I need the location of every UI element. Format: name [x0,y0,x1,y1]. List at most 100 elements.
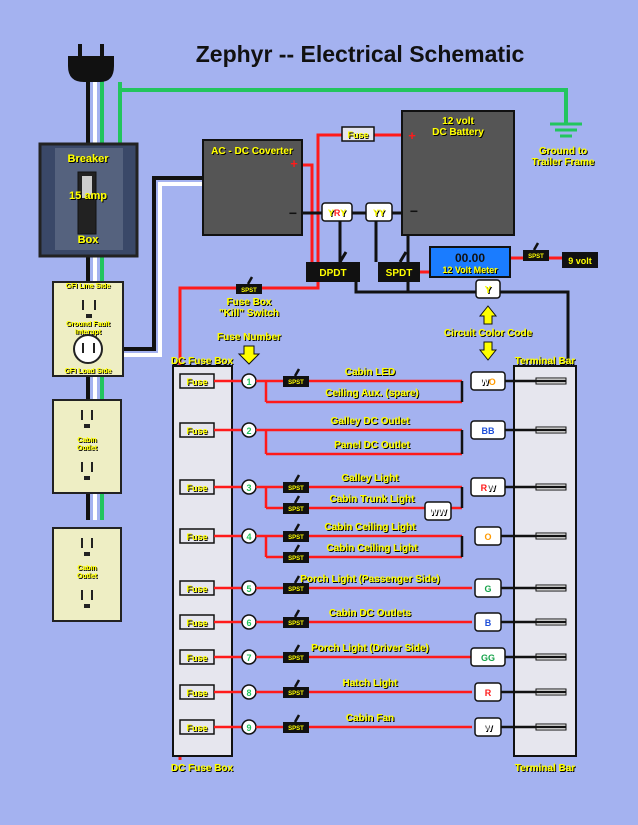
converter-label: AC - DC Coverter [211,146,293,157]
fuse-number: 7 [246,653,251,663]
fuse-label: Fuse [186,653,207,663]
meter-spst-switch: SPST [523,242,549,261]
switch-lever-icon [293,495,301,504]
terminal-bar: Terminal Bar Terminal Bar [513,356,577,774]
spst-switch [283,552,309,563]
breaker-box-label: Box [78,234,100,246]
arrow-down-icon [237,345,261,365]
wire-tag-yry-text: YRY [328,208,346,218]
breaker-label: Breaker [68,153,110,165]
spst-label: SPST [288,507,304,513]
color-code-text: WO [480,377,496,387]
fuse-number: 2 [246,426,251,436]
circuit-code-label: Circuit Color Code [444,328,533,339]
color-code-tag [474,682,502,702]
switch-lever-icon [293,644,301,653]
switch-lever-icon [293,575,301,584]
switch-lever-icon [293,544,301,553]
color-code-tag [470,477,506,497]
battery-minus-terminal: − [410,203,418,219]
spst-switch [283,482,309,493]
color-code-text: B [485,618,492,628]
fuse-label: Fuse [186,483,207,493]
spdt-switch: SPDT [378,251,420,282]
load-label: Ceiling Aux. (spare) [325,388,419,399]
dc-fuse-box: DC Fuse Box DC Fuse Box [171,356,234,774]
color-code-tag [474,578,502,598]
dc-fuse-box-title: DC Fuse Box [171,356,234,367]
switch-lever-icon [293,474,301,483]
spst-switch [283,376,309,387]
load-label: Porch Light (Driver Side) [311,643,429,654]
fuse-label: Fuse [186,426,207,436]
circuit-code-tag: Y [475,279,501,299]
page-title: Zephyr -- Electrical Schematic [196,41,525,67]
ground-symbol-icon [550,122,582,138]
power-plug-icon [68,44,114,82]
converter-minus-terminal: − [289,205,297,221]
gfi-load-side-label: GFI Load Side [64,368,111,375]
converter-plus-terminal: + [290,156,298,171]
spst-switch [283,722,309,733]
fuse-label: Fuse [186,584,207,594]
kill-switch-label: Fuse Box"Kill" Switch [219,297,279,319]
switch-lever-icon [293,523,301,532]
spst-label: SPST [288,656,304,662]
fuse-number: 8 [246,688,251,698]
spst-label: SPST [288,486,304,492]
spst-switch [283,503,309,514]
spst-label: SPST [288,726,304,732]
color-code-tag [470,420,506,440]
fuse-number: 9 [246,723,251,733]
terminal-bar-title: Terminal Bar [515,356,575,367]
volt-meter: 00.00 12 Volt Meter [429,246,511,278]
nine-volt-battery: 9 volt [562,252,598,268]
spst-label: SPST [288,691,304,697]
spst-switch [283,531,309,542]
spst-label: SPST [288,621,304,627]
gfi-line-side-label: GFI Line Side [66,283,111,290]
circuit-code-tag-text: Y [485,285,492,296]
battery-fuse: Fuse [341,126,375,142]
ac-dc-converter: AC - DC Coverter + − [202,139,303,236]
fuse-label: Fuse [186,688,207,698]
battery-fuse-label: Fuse [347,130,368,140]
fuse-label: Fuse [186,377,207,387]
kill-switch: SPST Fuse Box"Kill" Switch [219,276,279,319]
fuse-number: 5 [246,584,251,594]
dc-fuse-box-caption: DC Fuse Box [171,763,234,774]
load-label: Hatch Light [343,678,399,689]
breaker-box: Breaker 15 amp Box [38,142,139,258]
color-code-text: W [484,723,493,733]
load-label: Galley DC Outlet [331,416,411,427]
wire-tag-yry: YRY [321,202,353,222]
terminal-bar-caption: Terminal Bar [515,763,575,774]
nine-volt-label: 9 volt [568,256,592,266]
fuse-number: 1 [246,377,251,387]
wire-tag-yy-text: YY [373,208,385,218]
spst-label: SPST [528,254,544,260]
load-label: Cabin Ceiling Light [324,522,416,533]
battery-plus-terminal: + [408,128,416,143]
dpdt-label: DPDT [319,268,346,279]
fuse-number-label: Fuse Number [217,332,281,343]
spst-label: SPST [241,288,257,294]
color-code-text: O [484,532,491,542]
spst-switch [283,617,309,628]
color-code-tag [470,647,506,667]
load-label: Galley Light [341,473,399,484]
spst-label: SPST [288,556,304,562]
